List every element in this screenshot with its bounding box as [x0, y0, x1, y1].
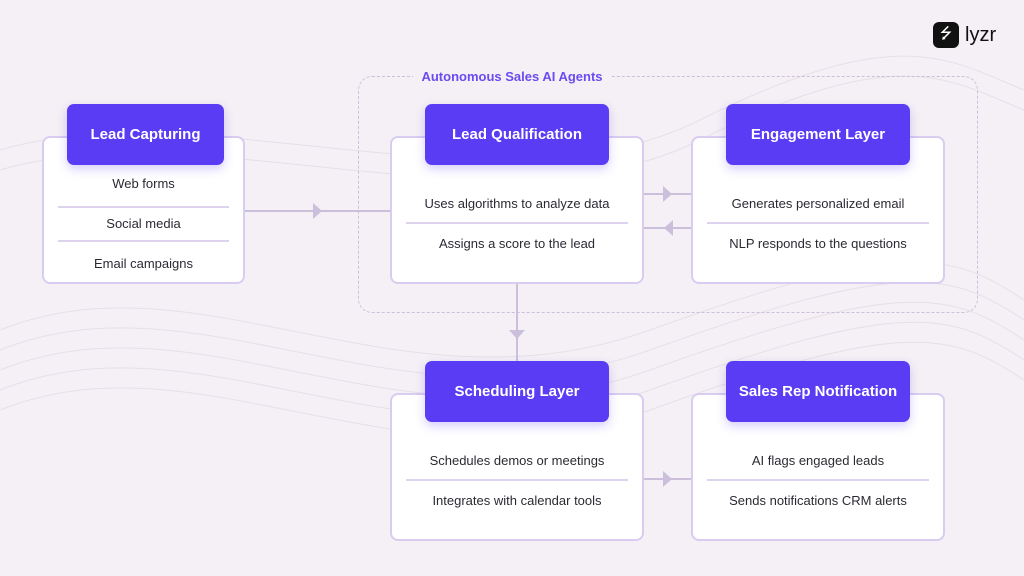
- arrow-right-icon: [663, 186, 672, 202]
- divider: [58, 240, 229, 242]
- arrow-down-icon: [509, 330, 525, 339]
- lead-capturing-title: Lead Capturing: [67, 104, 224, 165]
- list-item: AI flags engaged leads: [751, 453, 885, 468]
- sales-rep-notification-title: Sales Rep Notification: [726, 361, 910, 422]
- list-item: Web forms: [112, 176, 175, 191]
- divider: [406, 479, 628, 481]
- list-item: NLP responds to the questions: [729, 236, 907, 251]
- list-item: Sends notifications CRM alerts: [729, 493, 907, 508]
- list-item: Uses algorithms to analyze data: [424, 196, 610, 211]
- group-title: Autonomous Sales AI Agents: [413, 69, 611, 84]
- list-item: Schedules demos or meetings: [429, 453, 605, 468]
- divider: [707, 222, 929, 224]
- lead-qualification-title: Lead Qualification: [425, 104, 609, 165]
- list-item: Integrates with calendar tools: [432, 493, 602, 508]
- lyzr-logo: ⭍ lyzr: [933, 22, 996, 48]
- lyzr-logo-icon: ⭍: [933, 22, 959, 48]
- list-item: Social media: [106, 216, 181, 231]
- arrow-left-icon: [664, 220, 673, 236]
- brand-name: lyzr: [965, 23, 997, 46]
- list-item: Assigns a score to the lead: [438, 236, 596, 251]
- list-item: Generates personalized email: [731, 196, 905, 211]
- divider: [406, 222, 628, 224]
- divider: [707, 479, 929, 481]
- arrow-right-icon: [313, 203, 322, 219]
- scheduling-layer-title: Scheduling Layer: [425, 361, 609, 422]
- divider: [58, 206, 229, 208]
- engagement-layer-title: Engagement Layer: [726, 104, 910, 165]
- arrow-right-icon: [663, 471, 672, 487]
- list-item: Email campaigns: [94, 256, 193, 271]
- autonomous-agents-group: [358, 76, 978, 313]
- connector-qual-scheduling: [516, 284, 518, 364]
